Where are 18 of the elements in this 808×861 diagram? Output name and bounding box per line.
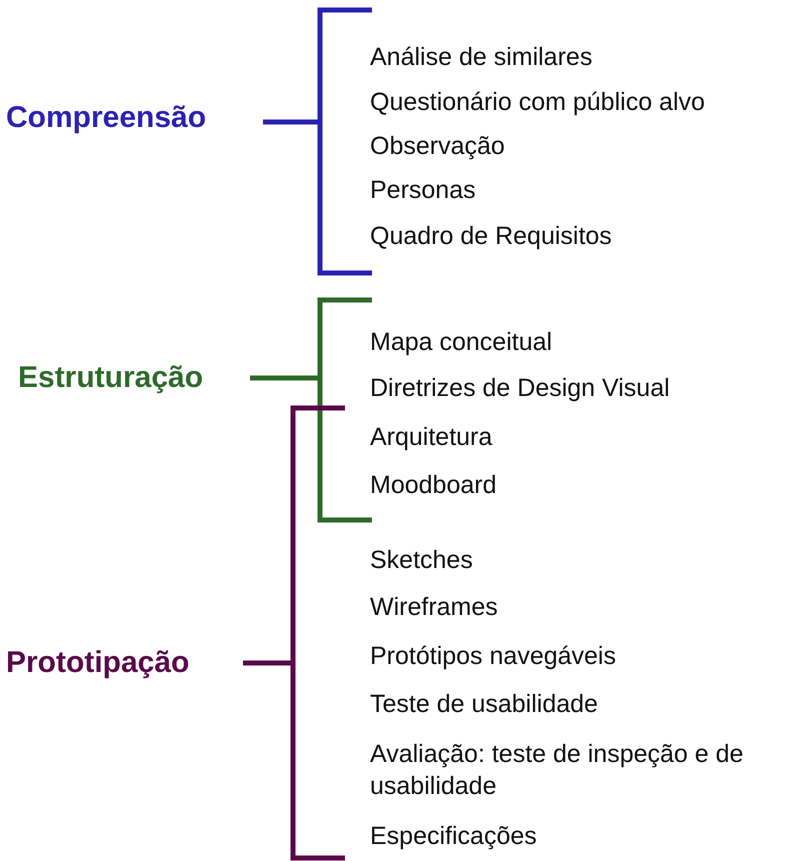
list-item: Arquitetura [370,422,494,453]
list-item: Avaliação: teste de inspeção e de usabilidade [370,739,744,802]
list-item: Personas [370,175,477,206]
list-item: Wireframes [370,592,499,623]
list-item: Diretrizes de Design Visual [370,373,671,404]
list-item: Moodboard [370,470,498,501]
list-item: Protótipos navegáveis [370,641,617,672]
list-item: Mapa conceitual [370,327,554,358]
list-item: Questionário com público alvo [370,87,706,118]
list-item: Quadro de Requisitos [370,221,613,252]
phase-heading: Estruturação [18,362,204,394]
phase-heading: Prototipação [6,647,190,679]
list-item: Sketches [370,545,474,576]
list-item: Teste de usabilidade [370,689,599,720]
list-item: Observação [370,131,506,162]
list-item: Especificações [370,821,538,852]
list-item: Análise de similares [370,42,594,73]
phase-heading: Compreensão [6,102,206,134]
